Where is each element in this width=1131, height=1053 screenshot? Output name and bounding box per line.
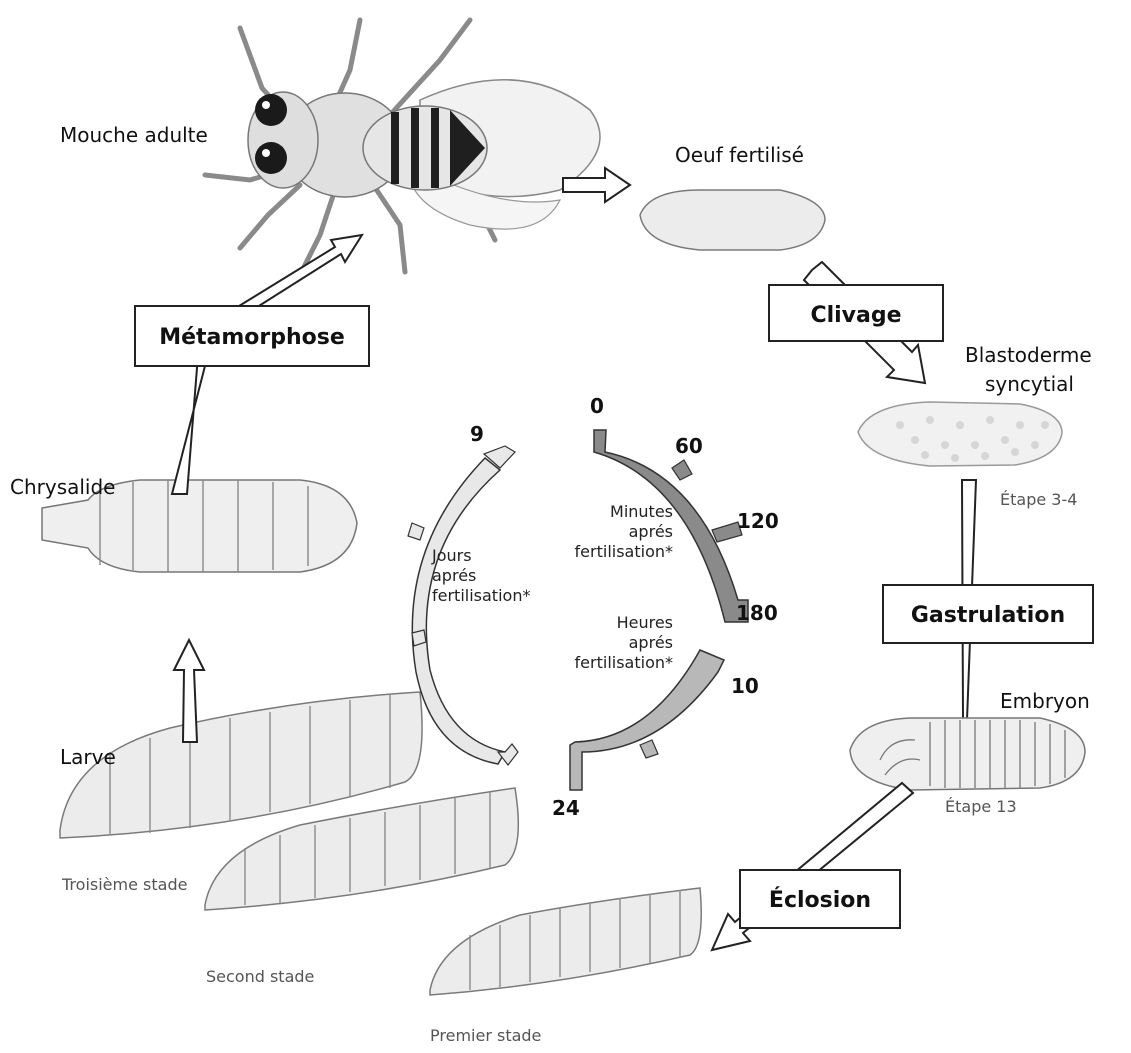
days-label-line3: fertilisation* xyxy=(432,586,530,605)
tick-hours-10: 10 xyxy=(731,674,759,698)
label-embryo: Embryon xyxy=(1000,689,1090,713)
minutes-label-line3: fertilisation* xyxy=(575,542,673,561)
adult-fly-illustration xyxy=(205,20,600,275)
minutes-label-line2: aprés xyxy=(629,522,673,541)
tick-days-9: 9 xyxy=(470,422,484,446)
tick-minutes-60: 60 xyxy=(675,434,703,458)
hours-label-line1: Heures xyxy=(617,613,673,632)
days-label-line2: aprés xyxy=(432,566,476,585)
label-hatching: Éclosion xyxy=(769,887,871,913)
label-adult-fly: Mouche adulte xyxy=(60,123,208,147)
label-larva: Larve xyxy=(60,745,116,769)
timeline-clock xyxy=(408,430,748,790)
label-embryo-step: Étape 13 xyxy=(945,797,1017,816)
hours-label-line3: fertilisation* xyxy=(575,653,673,672)
first-instar-larva-illustration xyxy=(430,888,701,995)
minutes-label-line1: Minutes xyxy=(610,502,673,521)
label-pupa: Chrysalide xyxy=(10,475,116,499)
label-cleavage: Clivage xyxy=(810,303,901,328)
label-blastoderm-line1: Blastoderme xyxy=(965,343,1092,367)
blastoderm-illustration xyxy=(858,402,1062,466)
tick-minutes-180: 180 xyxy=(736,601,778,625)
label-fertilized-egg: Oeuf fertilisé xyxy=(675,143,804,167)
tick-minutes-0: 0 xyxy=(590,394,604,418)
label-second-instar: Second stade xyxy=(206,967,314,986)
label-metamorphosis: Métamorphose xyxy=(159,325,345,350)
days-arc xyxy=(412,458,505,764)
label-blastoderm-step: Étape 3-4 xyxy=(1000,490,1077,509)
egg-illustration xyxy=(640,190,825,250)
label-third-instar: Troisième stade xyxy=(61,875,187,894)
days-label-line1: Jours xyxy=(431,546,472,565)
label-blastoderm-line2: syncytial xyxy=(985,372,1074,396)
label-first-instar: Premier stade xyxy=(430,1026,541,1045)
tick-minutes-120: 120 xyxy=(737,509,779,533)
hours-label-line2: aprés xyxy=(629,633,673,652)
label-gastrulation: Gastrulation xyxy=(911,603,1065,628)
tick-hours-24: 24 xyxy=(552,796,580,820)
